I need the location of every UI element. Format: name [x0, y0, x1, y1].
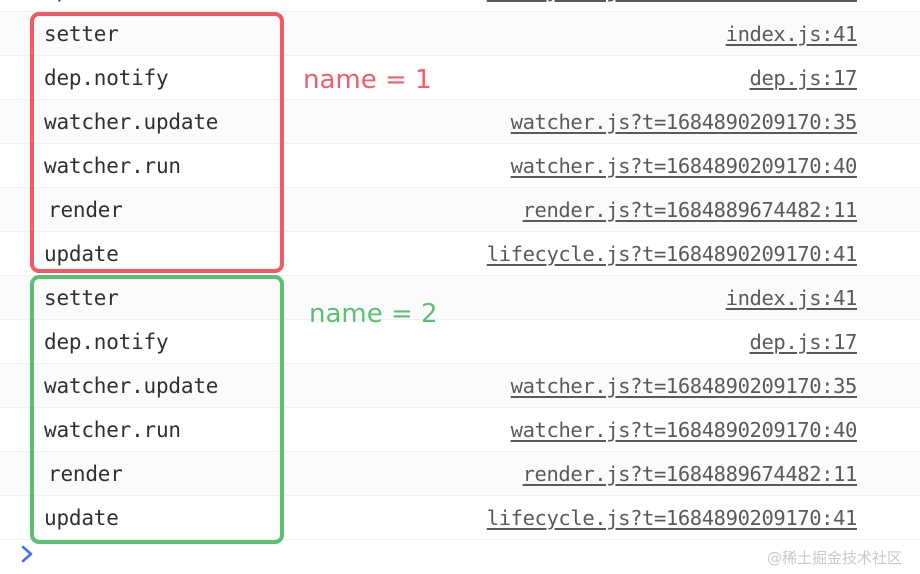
stack-frame-row: update lifecycle.js?t=1684890209170:41: [0, 232, 920, 276]
stack-frame-function: watcher.run: [44, 153, 181, 178]
stack-frame-row: render render.js?t=1684889674482:11: [0, 452, 920, 496]
stack-frame-source-link[interactable]: render.js?t=1684889674482:11: [522, 461, 858, 486]
watermark: @稀土掘金技术社区: [766, 549, 902, 567]
stack-frame-source-link[interactable]: dep.js:17: [749, 329, 858, 354]
stack-frame-row: setter index.js:41: [0, 276, 920, 320]
stack-frame-function: render: [48, 461, 123, 486]
stack-frame-function: setter: [44, 21, 119, 46]
annotation-label-group-two: name = 2: [309, 299, 438, 329]
stack-frame-function: update: [44, 241, 119, 266]
stack-frame-source-link[interactable]: watcher.js?t=1684890209170:40: [510, 417, 858, 442]
stack-frame-row: watcher.run watcher.js?t=1684890209170:40: [0, 144, 920, 188]
stack-frame-function: dep.notify: [44, 65, 169, 90]
stack-frame-row: watcher.run watcher.js?t=1684890209170:40: [0, 408, 920, 452]
stack-frame-row: setter index.js:41: [0, 12, 920, 56]
stack-frame-row: watcher.update watcher.js?t=1684890209170…: [0, 100, 920, 144]
stack-frame-row: update lifecycle.js?t=1684890209170:41: [0, 0, 920, 12]
stack-frame-source-link[interactable]: dep.js:17: [749, 65, 858, 90]
stack-frame-source-link[interactable]: index.js:41: [725, 285, 858, 310]
stack-frame-row: update lifecycle.js?t=1684890209170:41: [0, 496, 920, 540]
stack-frame-source-link[interactable]: watcher.js?t=1684890209170:35: [510, 373, 858, 398]
stack-frame-function: update: [0, 0, 119, 2]
stack-frame-source-link[interactable]: lifecycle.js?t=1684890209170:41: [486, 505, 858, 530]
annotation-label-group-one: name = 1: [303, 65, 432, 95]
stack-frame-source-link[interactable]: lifecycle.js?t=1684890209170:41: [487, 0, 920, 2]
stack-frame-source-link[interactable]: index.js:41: [725, 21, 858, 46]
stack-frame-function: setter: [44, 285, 119, 310]
stack-frame-row: render render.js?t=1684889674482:11: [0, 188, 920, 232]
stack-frame-function: watcher.update: [44, 109, 219, 134]
stack-trace-list: update lifecycle.js?t=1684890209170:41 set…: [0, 0, 920, 540]
stack-frame-row: dep.notify dep.js:17: [0, 56, 920, 100]
stack-frame-row: dep.notify dep.js:17: [0, 320, 920, 364]
stack-frame-function: watcher.run: [44, 417, 181, 442]
stack-frame-row: watcher.update watcher.js?t=1684890209170…: [0, 364, 920, 408]
stack-frame-source-link[interactable]: render.js?t=1684889674482:11: [522, 197, 858, 222]
stack-frame-function: watcher.update: [44, 373, 219, 398]
stack-frame-function: render: [48, 197, 123, 222]
stack-frame-function: update: [44, 505, 119, 530]
stack-frame-source-link[interactable]: watcher.js?t=1684890209170:40: [510, 153, 858, 178]
chevron-right-icon[interactable]: [14, 540, 42, 568]
stack-frame-source-link[interactable]: watcher.js?t=1684890209170:35: [510, 109, 858, 134]
stack-frame-source-link[interactable]: lifecycle.js?t=1684890209170:41: [486, 241, 858, 266]
stack-frame-function: dep.notify: [44, 329, 169, 354]
